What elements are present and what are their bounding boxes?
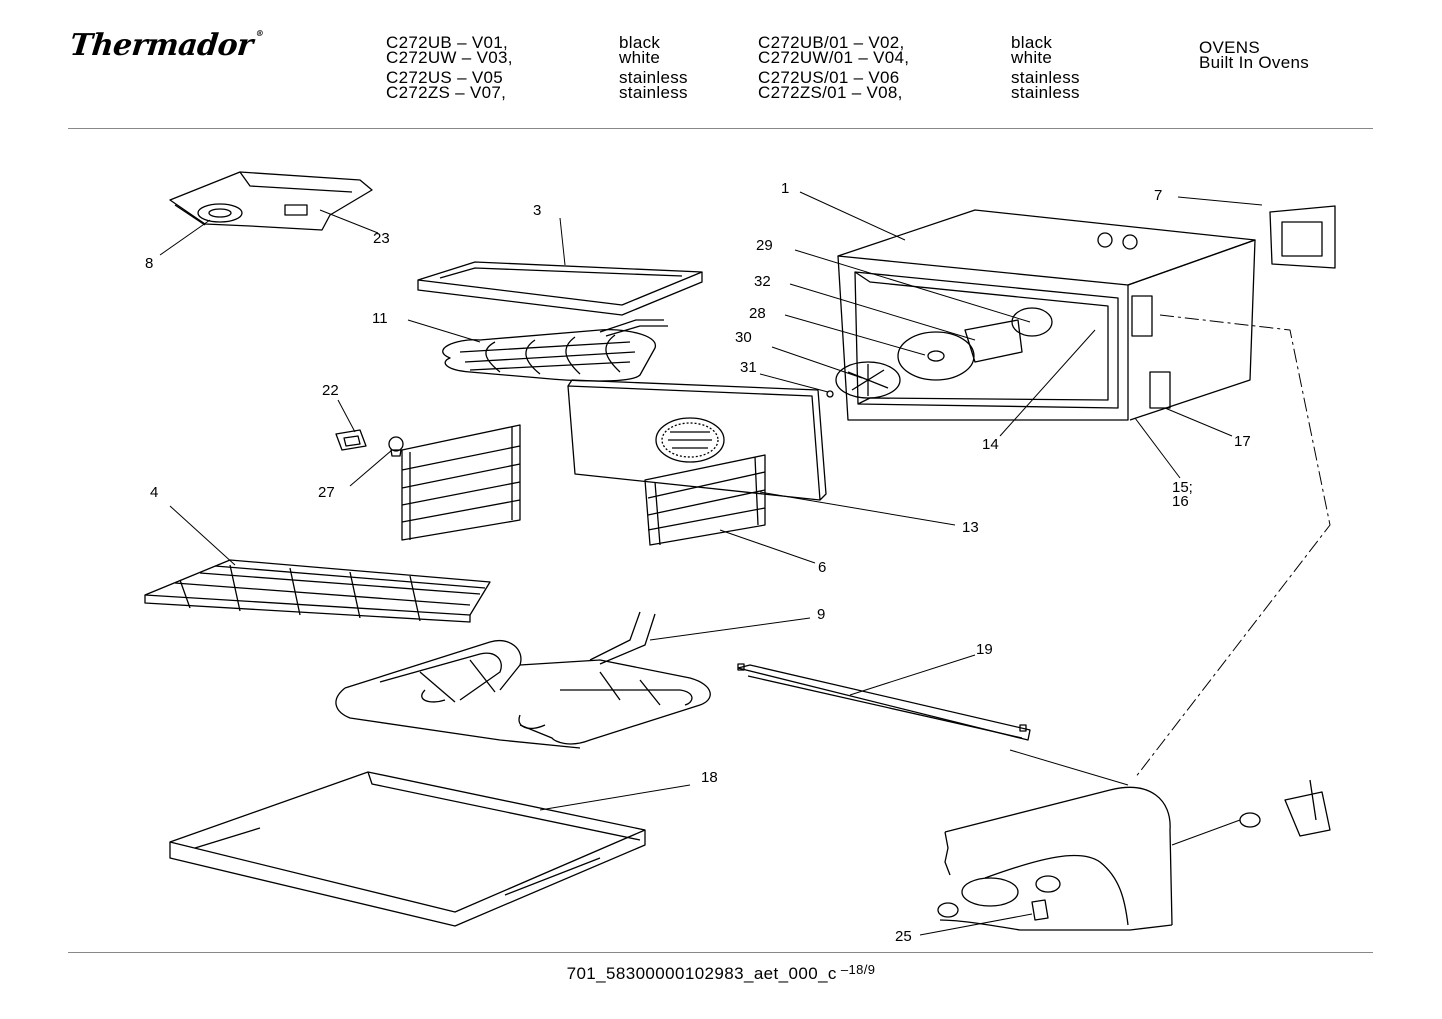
model-code: C272US/01 – V06 — [758, 68, 900, 87]
model-finish: white — [619, 48, 661, 67]
part-bottom-tray — [169, 771, 646, 927]
callout-9: 9 — [817, 606, 825, 623]
model-code: C272UB – V01, — [386, 33, 509, 52]
callout-30: 30 — [735, 329, 752, 346]
callout-11: 11 — [372, 310, 388, 327]
callout-7: 7 — [1154, 187, 1162, 204]
model-finish: stainless — [1011, 68, 1080, 87]
callout-15: 15; — [1172, 479, 1193, 496]
callout-23: 23 — [373, 230, 390, 247]
part-side-rack-right — [644, 454, 766, 546]
callout-31: 31 — [740, 359, 757, 376]
category-subtitle: Built In Ovens — [1199, 53, 1310, 72]
callout-14: 14 — [982, 436, 999, 453]
part-detail-inset — [937, 779, 1331, 931]
model-code: C272UW/01 – V04, — [758, 48, 910, 67]
model-code: C272ZS/01 – V08, — [758, 83, 903, 102]
category-title: OVENS — [1199, 38, 1261, 57]
part-front-trim — [737, 663, 1031, 741]
model-code: C272ZS – V07, — [386, 83, 507, 102]
part-bake-element — [335, 611, 711, 749]
model-finish: black — [619, 33, 661, 52]
part-control-panel — [1269, 205, 1336, 269]
callout-3: 3 — [533, 202, 541, 219]
callout-25: 25 — [895, 928, 912, 945]
document-id: 701_58300000102983_aet_000_c — [566, 964, 837, 983]
model-col-1: C272UB – V01, C272UW – V03, C272US – V05… — [386, 33, 513, 102]
callout-16: 16 — [1172, 493, 1189, 510]
finish-col-1: black white stainless stainless — [619, 33, 688, 102]
callout-22: 22 — [322, 382, 339, 399]
model-col-2: C272UB/01 – V02, C272UW/01 – V04, C272US… — [758, 33, 910, 102]
callout-29: 29 — [756, 237, 773, 254]
model-finish: stainless — [1011, 83, 1080, 102]
part-lamp-housing — [335, 429, 367, 451]
header-divider — [68, 128, 1373, 129]
callout-32: 32 — [754, 273, 771, 290]
model-finish: stainless — [619, 83, 688, 102]
page-number: –18/9 — [840, 962, 876, 977]
category-block: OVENS Built In Ovens — [1199, 38, 1310, 72]
part-convection-fan — [826, 307, 1053, 399]
callout-1: 1 — [781, 180, 789, 197]
model-code: C272UB/01 – V02, — [758, 33, 905, 52]
footer-divider — [68, 952, 1373, 953]
callout-27: 27 — [318, 484, 335, 501]
part-top-cover — [169, 171, 373, 231]
leader-lines — [159, 191, 1331, 936]
callout-8: 8 — [145, 255, 153, 272]
model-code: C272US – V05 — [386, 68, 504, 87]
part-fan-cover-panel — [567, 379, 827, 501]
model-code: C272UW – V03, — [386, 48, 513, 67]
callout-17: 17 — [1234, 433, 1251, 450]
callout-28: 28 — [749, 305, 766, 322]
callout-18: 18 — [701, 769, 718, 786]
part-broil-element — [442, 319, 668, 382]
model-finish: white — [1011, 48, 1053, 67]
callout-labels: 1 3 4 6 7 8 9 11 13 14 15; 16 17 18 19 2… — [145, 180, 1251, 945]
model-finish: black — [1011, 33, 1053, 52]
callout-13: 13 — [962, 519, 979, 536]
part-bulb — [388, 436, 404, 457]
finish-col-2: black white stainless stainless — [1011, 33, 1080, 102]
callout-19: 19 — [976, 641, 993, 658]
part-side-rack-left — [401, 424, 521, 541]
part-oven-rack — [144, 559, 491, 623]
callout-6: 6 — [818, 559, 826, 576]
model-finish: stainless — [619, 68, 688, 87]
footer: 701_58300000102983_aet_000_c–18/9 — [0, 962, 1442, 984]
part-top-tray — [417, 261, 703, 316]
callout-4: 4 — [150, 484, 158, 501]
part-oven-cavity — [837, 209, 1256, 421]
